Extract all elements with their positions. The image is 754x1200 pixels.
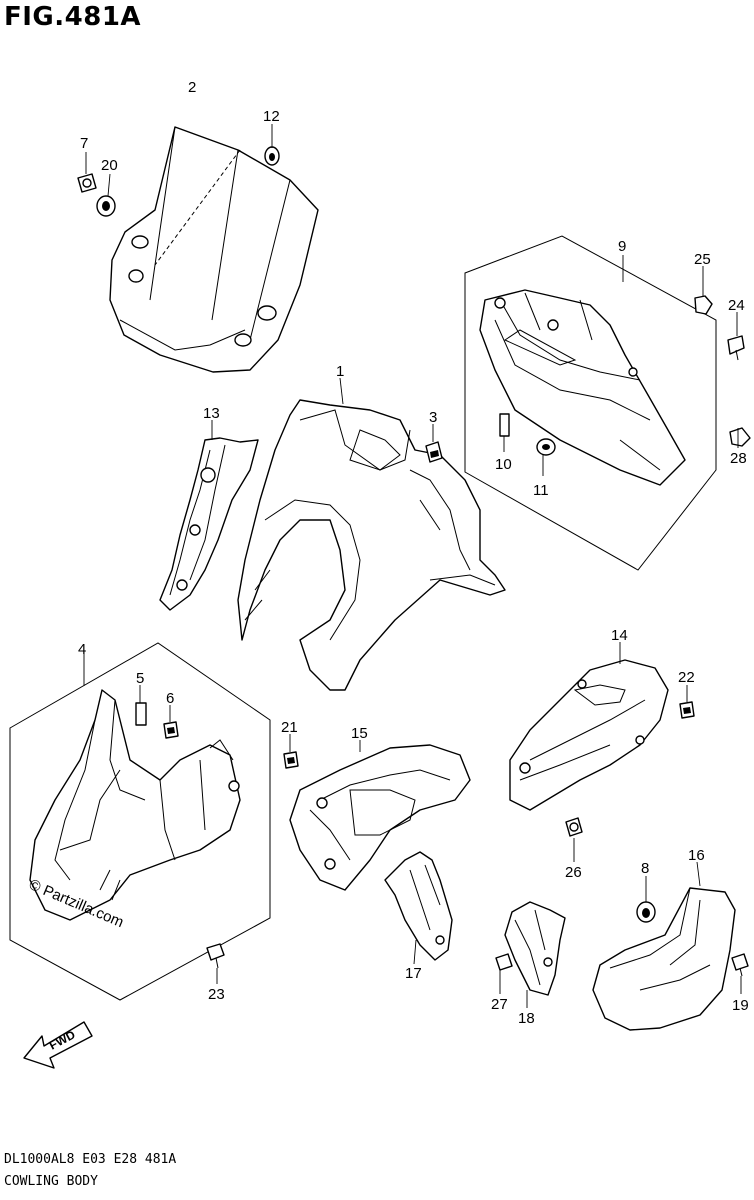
callout-15: 15 — [351, 725, 368, 742]
callout-14: 14 — [611, 627, 628, 644]
leader-lines — [83, 124, 742, 1008]
callout-6: 6 — [166, 690, 174, 707]
part-26-screw[interactable] — [565, 817, 583, 837]
assembly-box-4 — [9, 642, 271, 1001]
callout-26: 26 — [565, 864, 582, 881]
part-27-screw[interactable] — [495, 953, 513, 971]
part-6-nut[interactable] — [163, 721, 179, 739]
callout-5: 5 — [136, 670, 144, 687]
callout-8: 8 — [641, 860, 649, 877]
callout-28: 28 — [730, 450, 747, 467]
callout-17: 17 — [405, 965, 422, 982]
part-13-bracket[interactable] — [159, 437, 259, 611]
callout-18: 18 — [518, 1010, 535, 1027]
part-22-nut[interactable] — [679, 701, 695, 719]
part-18-bracket[interactable] — [504, 901, 566, 996]
callout-25: 25 — [694, 251, 711, 268]
figure-title: FIG.481A — [4, 2, 142, 32]
part-5-label[interactable] — [135, 702, 147, 726]
part-24-screw[interactable] — [727, 335, 745, 361]
part-10-label[interactable] — [499, 413, 510, 437]
callout-22: 22 — [678, 669, 695, 686]
part-11-grommet[interactable] — [536, 438, 556, 456]
fwd-arrow-icon: FWD — [23, 1021, 93, 1069]
part-3-nut[interactable] — [425, 441, 443, 463]
callout-labels: 1 2 3 4 5 6 7 8 9 10 11 12 13 14 15 16 1… — [78, 79, 749, 1027]
callout-19: 19 — [732, 997, 749, 1014]
part-15-side-cover[interactable] — [289, 744, 471, 891]
callout-13: 13 — [203, 405, 220, 422]
callout-1: 1 — [336, 363, 344, 380]
part-16-side-cover[interactable] — [592, 887, 736, 1031]
part-17-bracket[interactable] — [384, 851, 453, 961]
callout-16: 16 — [688, 847, 705, 864]
callout-23: 23 — [208, 986, 225, 1003]
callout-7: 7 — [80, 135, 88, 152]
part-21-nut[interactable] — [283, 751, 299, 769]
part-4-lower-cover[interactable] — [29, 689, 241, 921]
callout-24: 24 — [728, 297, 745, 314]
part-28-clip[interactable] — [729, 427, 751, 447]
callout-4: 4 — [78, 641, 86, 658]
callout-12: 12 — [263, 108, 280, 125]
part-8-grommet[interactable] — [636, 901, 656, 923]
callout-11: 11 — [533, 482, 549, 499]
part-25-nut[interactable] — [694, 295, 713, 315]
part-1-cowling[interactable] — [237, 399, 506, 691]
part-19-screw[interactable] — [731, 953, 749, 977]
footer-name: COWLING BODY — [4, 1174, 98, 1189]
callout-21: 21 — [281, 719, 298, 736]
callout-10: 10 — [495, 456, 512, 473]
callout-2: 2 — [188, 79, 196, 96]
part-14-side-panel[interactable] — [509, 659, 669, 811]
callout-3: 3 — [429, 409, 437, 426]
part-2-windscreen[interactable] — [109, 126, 319, 373]
callout-20: 20 — [101, 157, 118, 174]
footer-code: DL1000AL8 E03 E28 481A — [4, 1152, 177, 1167]
part-12-nut[interactable] — [264, 146, 280, 166]
assembly-box-9 — [464, 235, 717, 571]
part-9-panel[interactable] — [479, 289, 686, 486]
part-7-screw[interactable] — [77, 173, 97, 193]
part-23-screw[interactable] — [206, 943, 225, 969]
part-20-grommet[interactable] — [96, 195, 116, 217]
callout-9: 9 — [618, 238, 626, 255]
callout-27: 27 — [491, 996, 508, 1013]
